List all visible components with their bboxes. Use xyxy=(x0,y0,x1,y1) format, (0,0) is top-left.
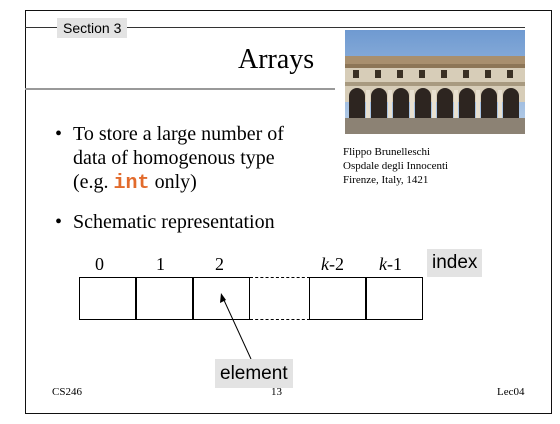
footer-lecture: Lec04 xyxy=(497,386,525,398)
index-label: k-1 xyxy=(379,254,402,275)
bullet-text: data of homogenous type xyxy=(73,147,275,169)
element-caption: element xyxy=(215,359,293,388)
index-label: 2 xyxy=(215,254,224,275)
caption-line: Flippo Brunelleschi xyxy=(343,146,431,158)
bullet-text: To store a large number of xyxy=(73,123,284,145)
building-photo xyxy=(345,30,525,134)
bullet-dot: • xyxy=(55,123,63,145)
header-rule xyxy=(25,27,525,28)
array-gap-top xyxy=(250,277,310,278)
array-cell xyxy=(309,277,366,320)
index-label: 1 xyxy=(156,254,165,274)
index-label-value: -2 xyxy=(329,254,344,274)
index-label-value: 2 xyxy=(215,254,224,274)
array-cell xyxy=(366,277,423,320)
caption-line: Firenze, Italy, 1421 xyxy=(343,174,429,186)
array-cell xyxy=(79,277,136,320)
photo-caption: Flippo Brunelleschi Ospdale degli Innoce… xyxy=(343,145,448,187)
index-label: 0 xyxy=(95,254,104,274)
index-label: k-2 xyxy=(321,254,344,275)
element-arrow xyxy=(220,293,252,360)
bullet-dot: • xyxy=(55,211,63,233)
bullet-text: (e.g. int only) xyxy=(73,170,197,196)
section-label: Section 3 xyxy=(57,18,128,38)
bullet-text-prefix: (e.g. xyxy=(73,171,114,193)
bullet-text: Schematic representation xyxy=(73,211,275,233)
index-var: k xyxy=(379,254,387,274)
index-caption: index xyxy=(427,249,483,277)
keyword-int: int xyxy=(113,172,150,195)
bullet-text-suffix: only) xyxy=(149,171,197,193)
title-rule xyxy=(25,88,335,90)
footer-course: CS246 xyxy=(52,386,82,398)
array-cell xyxy=(136,277,193,320)
index-var: k xyxy=(321,254,329,274)
caption-line: Ospdale degli Innocenti xyxy=(343,160,449,172)
slide-title: Arrays xyxy=(238,44,315,75)
index-label-value: -1 xyxy=(387,254,402,274)
array-gap-bottom xyxy=(250,319,310,320)
footer-page-number: 13 xyxy=(271,386,282,398)
